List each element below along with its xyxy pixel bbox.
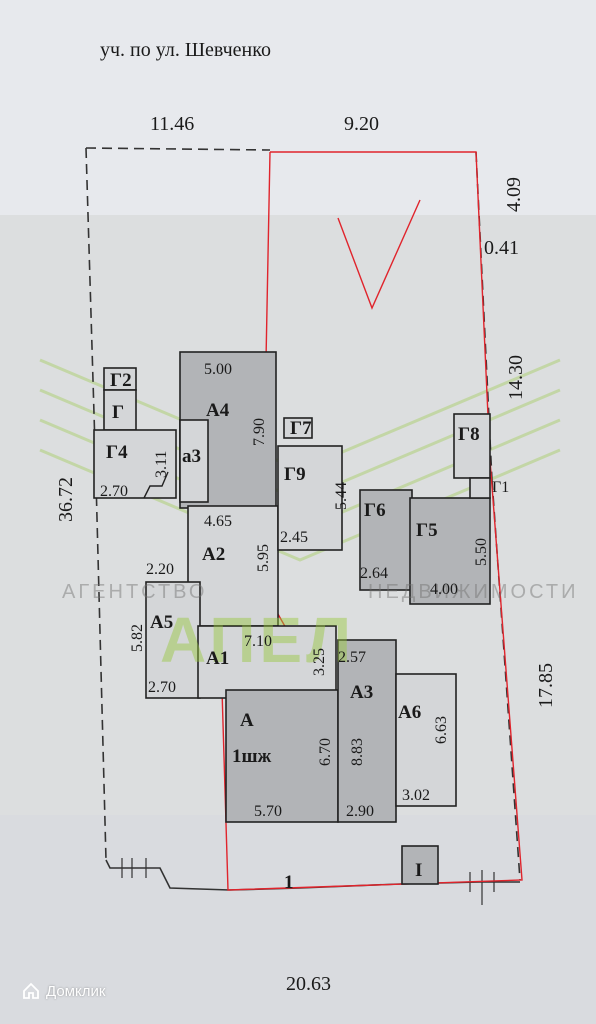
dim-a3-h: 8.83 [349, 738, 366, 766]
label-a1: А1 [206, 648, 229, 669]
dim-g4-w: 2.70 [100, 483, 128, 500]
boundary-ticks [121, 858, 495, 905]
garage-g5 [409, 497, 491, 605]
garage-g6 [359, 489, 413, 591]
label-g4: Г4 [106, 442, 128, 463]
marker-one: 1 [284, 872, 294, 893]
background-band-bottom [0, 815, 596, 1024]
dim-a5-h: 5.82 [129, 624, 146, 652]
label-g9: Г9 [284, 464, 306, 485]
dim-g5-h: 5.50 [473, 538, 490, 566]
watermark-right: НЕДВИЖИМОСТИ [368, 581, 578, 603]
dim-a5-w: 2.20 [146, 561, 174, 578]
dim-a-h: 6.70 [317, 738, 334, 766]
label-a4: А4 [206, 400, 230, 421]
dim-g9-h: 5.44 [333, 482, 350, 510]
label-g: Г [112, 402, 124, 423]
label-a5: А5 [150, 612, 173, 633]
garage-g4-stair [143, 471, 169, 499]
dim-top-right: 9.20 [344, 113, 379, 135]
marker-i: I [415, 860, 422, 881]
dim-a4-h: 7.90 [251, 418, 268, 446]
room-a6 [395, 673, 457, 807]
bottom-boundary [105, 859, 520, 891]
dim-a2-h: 5.95 [255, 544, 272, 572]
dim-g9-w: 2.45 [280, 529, 308, 546]
dim-g5-w: 4.00 [430, 581, 458, 598]
label-a6: А6 [398, 702, 421, 723]
dim-a3-w2: 2.90 [346, 803, 374, 820]
label-a3: А3 [350, 682, 373, 703]
dim-a2-w: 4.65 [204, 513, 232, 530]
house-icon [23, 982, 39, 999]
garage-g1 [469, 477, 491, 499]
label-g6: Г6 [364, 500, 386, 521]
room-a2 [187, 505, 279, 627]
dim-a3-w: 2.57 [338, 649, 366, 666]
red-arrow [337, 199, 421, 310]
label-a2: А2 [202, 544, 225, 565]
room-a3-overlay [179, 419, 209, 503]
label-a: А [240, 710, 254, 731]
label-g8: Г8 [458, 424, 480, 445]
label-g1: Г1 [492, 479, 509, 496]
street-caption: уч. по ул. Шевченко [100, 39, 271, 61]
brand-watermark: Домклик [22, 982, 105, 1000]
dim-left: 36.72 [55, 477, 77, 522]
dim-g6-w: 2.64 [360, 565, 388, 582]
dim-a1-h: 3.25 [311, 648, 328, 676]
garage-g7 [283, 417, 313, 439]
label-g7: Г7 [290, 418, 312, 439]
room-a1 [197, 625, 337, 699]
dim-top-left: 11.46 [150, 113, 194, 135]
room-a3-main [337, 639, 397, 823]
room-a5 [145, 581, 201, 699]
dim-a6-w: 3.02 [402, 787, 430, 804]
label-a3-small: а3 [182, 446, 201, 467]
watermark-left: АГЕНТСТВО [62, 581, 207, 603]
marker-i-box [401, 845, 439, 885]
dim-right-small: 0.41 [484, 237, 519, 259]
garage-g9 [277, 445, 343, 551]
dim-a1-w: 7.10 [244, 633, 272, 650]
dim-bottom: 20.63 [286, 973, 331, 995]
background-band-top [0, 0, 596, 215]
label-g2: Г2 [110, 370, 132, 391]
dim-a6-h: 6.63 [433, 716, 450, 744]
watermark-logo: АПЕЛ [160, 604, 355, 676]
dim-g4-h: 3.11 [153, 451, 170, 478]
dim-right-top: 4.09 [503, 177, 525, 212]
dim-a-w: 5.70 [254, 803, 282, 820]
brand-label: Домклик [46, 982, 106, 1000]
label-a-sub: 1шж [232, 746, 272, 767]
dim-right-low: 17.85 [535, 663, 557, 708]
dim-a4-w: 5.00 [204, 361, 232, 378]
garage-g [103, 389, 137, 431]
dim-right-mid: 14.30 [505, 355, 527, 400]
room-a [225, 689, 339, 823]
label-g5: Г5 [416, 520, 438, 541]
dim-a5-w2: 2.70 [148, 679, 176, 696]
